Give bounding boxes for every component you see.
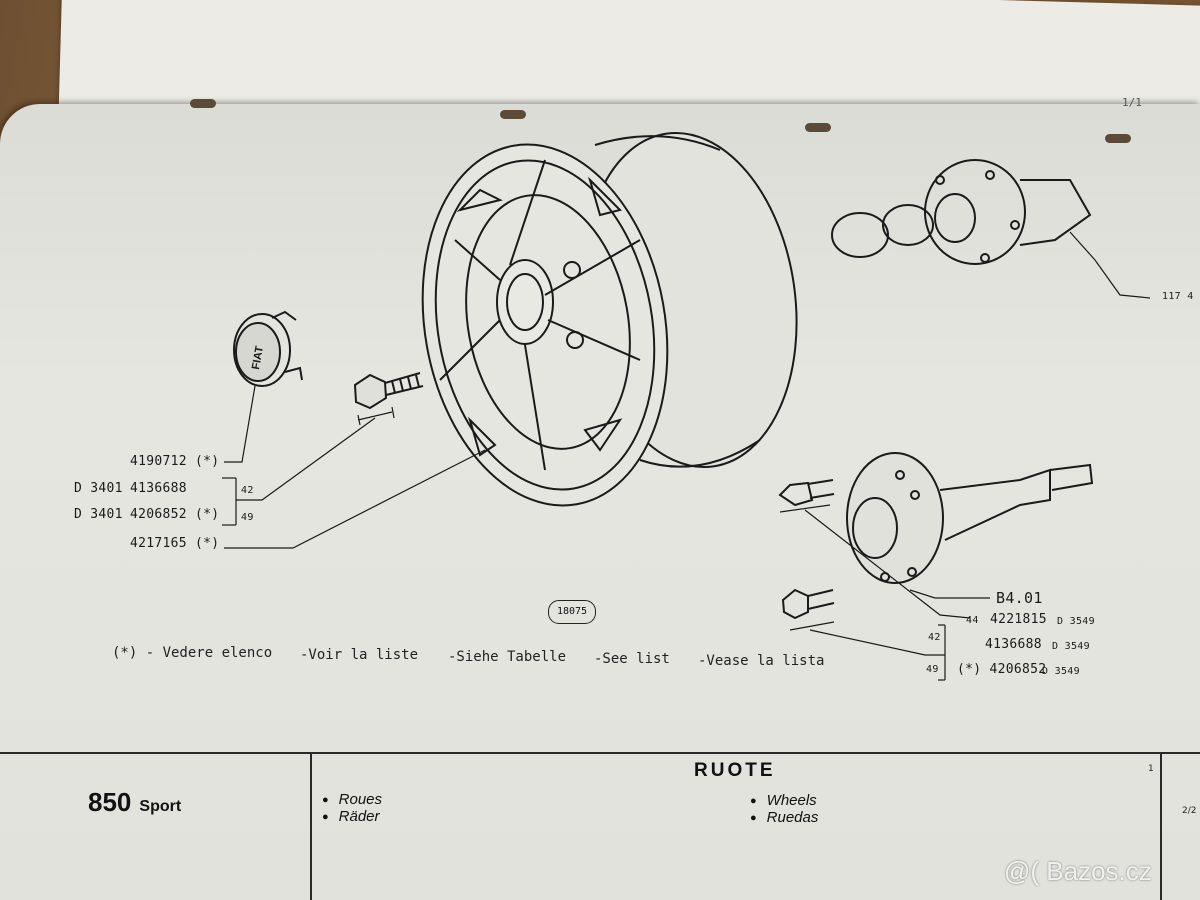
part-stud-suffix: D 3549 <box>1057 616 1095 627</box>
translation-french: ●Roues <box>322 791 383 808</box>
part-right-bolt-42: 4136688 <box>985 637 1042 652</box>
leader-lines <box>222 231 1151 681</box>
footer-column-divider <box>1160 752 1162 900</box>
fiat-logo-text: FIAT <box>250 345 266 371</box>
model-label: 850 Sport <box>88 787 181 818</box>
part-bolt-42: 4136688 <box>130 481 187 496</box>
part-bolt-49: 4206852 (*) <box>130 507 220 522</box>
binder-hole <box>1105 134 1131 143</box>
binder-hole <box>190 99 216 108</box>
part-bolt-49-prefix: D 3401 <box>74 507 123 522</box>
note-english: -See list <box>594 651 670 667</box>
note-italian: (*) - Vedere elenco <box>112 645 273 661</box>
wheel-hub-drawing <box>831 159 1092 265</box>
note-german: -Siehe Tabelle <box>448 649 567 665</box>
wheel-stud-drawing <box>778 479 835 507</box>
axle-reference: B4.01 <box>996 589 1043 607</box>
part-right-bolt-49: (*) 4206852 <box>957 662 1047 677</box>
note-french: -Voir la liste <box>300 647 419 663</box>
model-number: 850 <box>88 787 132 817</box>
hub-reference: 117 4 <box>1162 291 1194 302</box>
bracket-42: 42 <box>241 485 254 496</box>
wheel-bolt-drawing <box>353 372 424 410</box>
part-emblem: 4190712 (*) <box>130 454 220 469</box>
fiat-emblem-drawing <box>233 310 303 387</box>
footer-divider <box>0 752 1200 754</box>
part-right-bolt-42-suffix: D 3549 <box>1052 641 1090 652</box>
page-number: 1/1 <box>1122 96 1142 109</box>
translation-english: ●Wheels <box>750 792 817 809</box>
wheel-drawing <box>421 131 798 507</box>
stud-quantity: 44 <box>966 615 979 626</box>
part-bolt-42-prefix: D 3401 <box>74 481 123 496</box>
translation-spanish: ●Ruedas <box>750 809 819 826</box>
section-title: RUOTE <box>694 760 776 781</box>
index-side: 2/2 <box>1182 806 1197 816</box>
bracket-49: 49 <box>241 512 254 523</box>
note-spanish: -Vease la lista <box>698 653 825 669</box>
right-bracket-42: 42 <box>928 632 941 643</box>
footer-column-divider <box>310 752 312 900</box>
binder-hole <box>805 123 831 132</box>
right-bracket-49: 49 <box>926 664 939 675</box>
part-wheel: 4217165 (*) <box>130 536 220 551</box>
lower-bolt-drawing <box>781 588 835 620</box>
part-right-bolt-49-suffix: D 3549 <box>1042 666 1080 677</box>
bazos-watermark: @( Bazos.cz <box>1004 856 1152 886</box>
axle-shaft-drawing <box>846 452 1094 584</box>
part-stud: 4221815 <box>990 612 1047 627</box>
translation-german: ●Räder <box>322 808 380 825</box>
figure-number: 18075 <box>548 600 596 624</box>
model-variant: Sport <box>139 798 182 815</box>
index-top: 1 <box>1148 764 1154 774</box>
binder-hole <box>500 110 526 119</box>
